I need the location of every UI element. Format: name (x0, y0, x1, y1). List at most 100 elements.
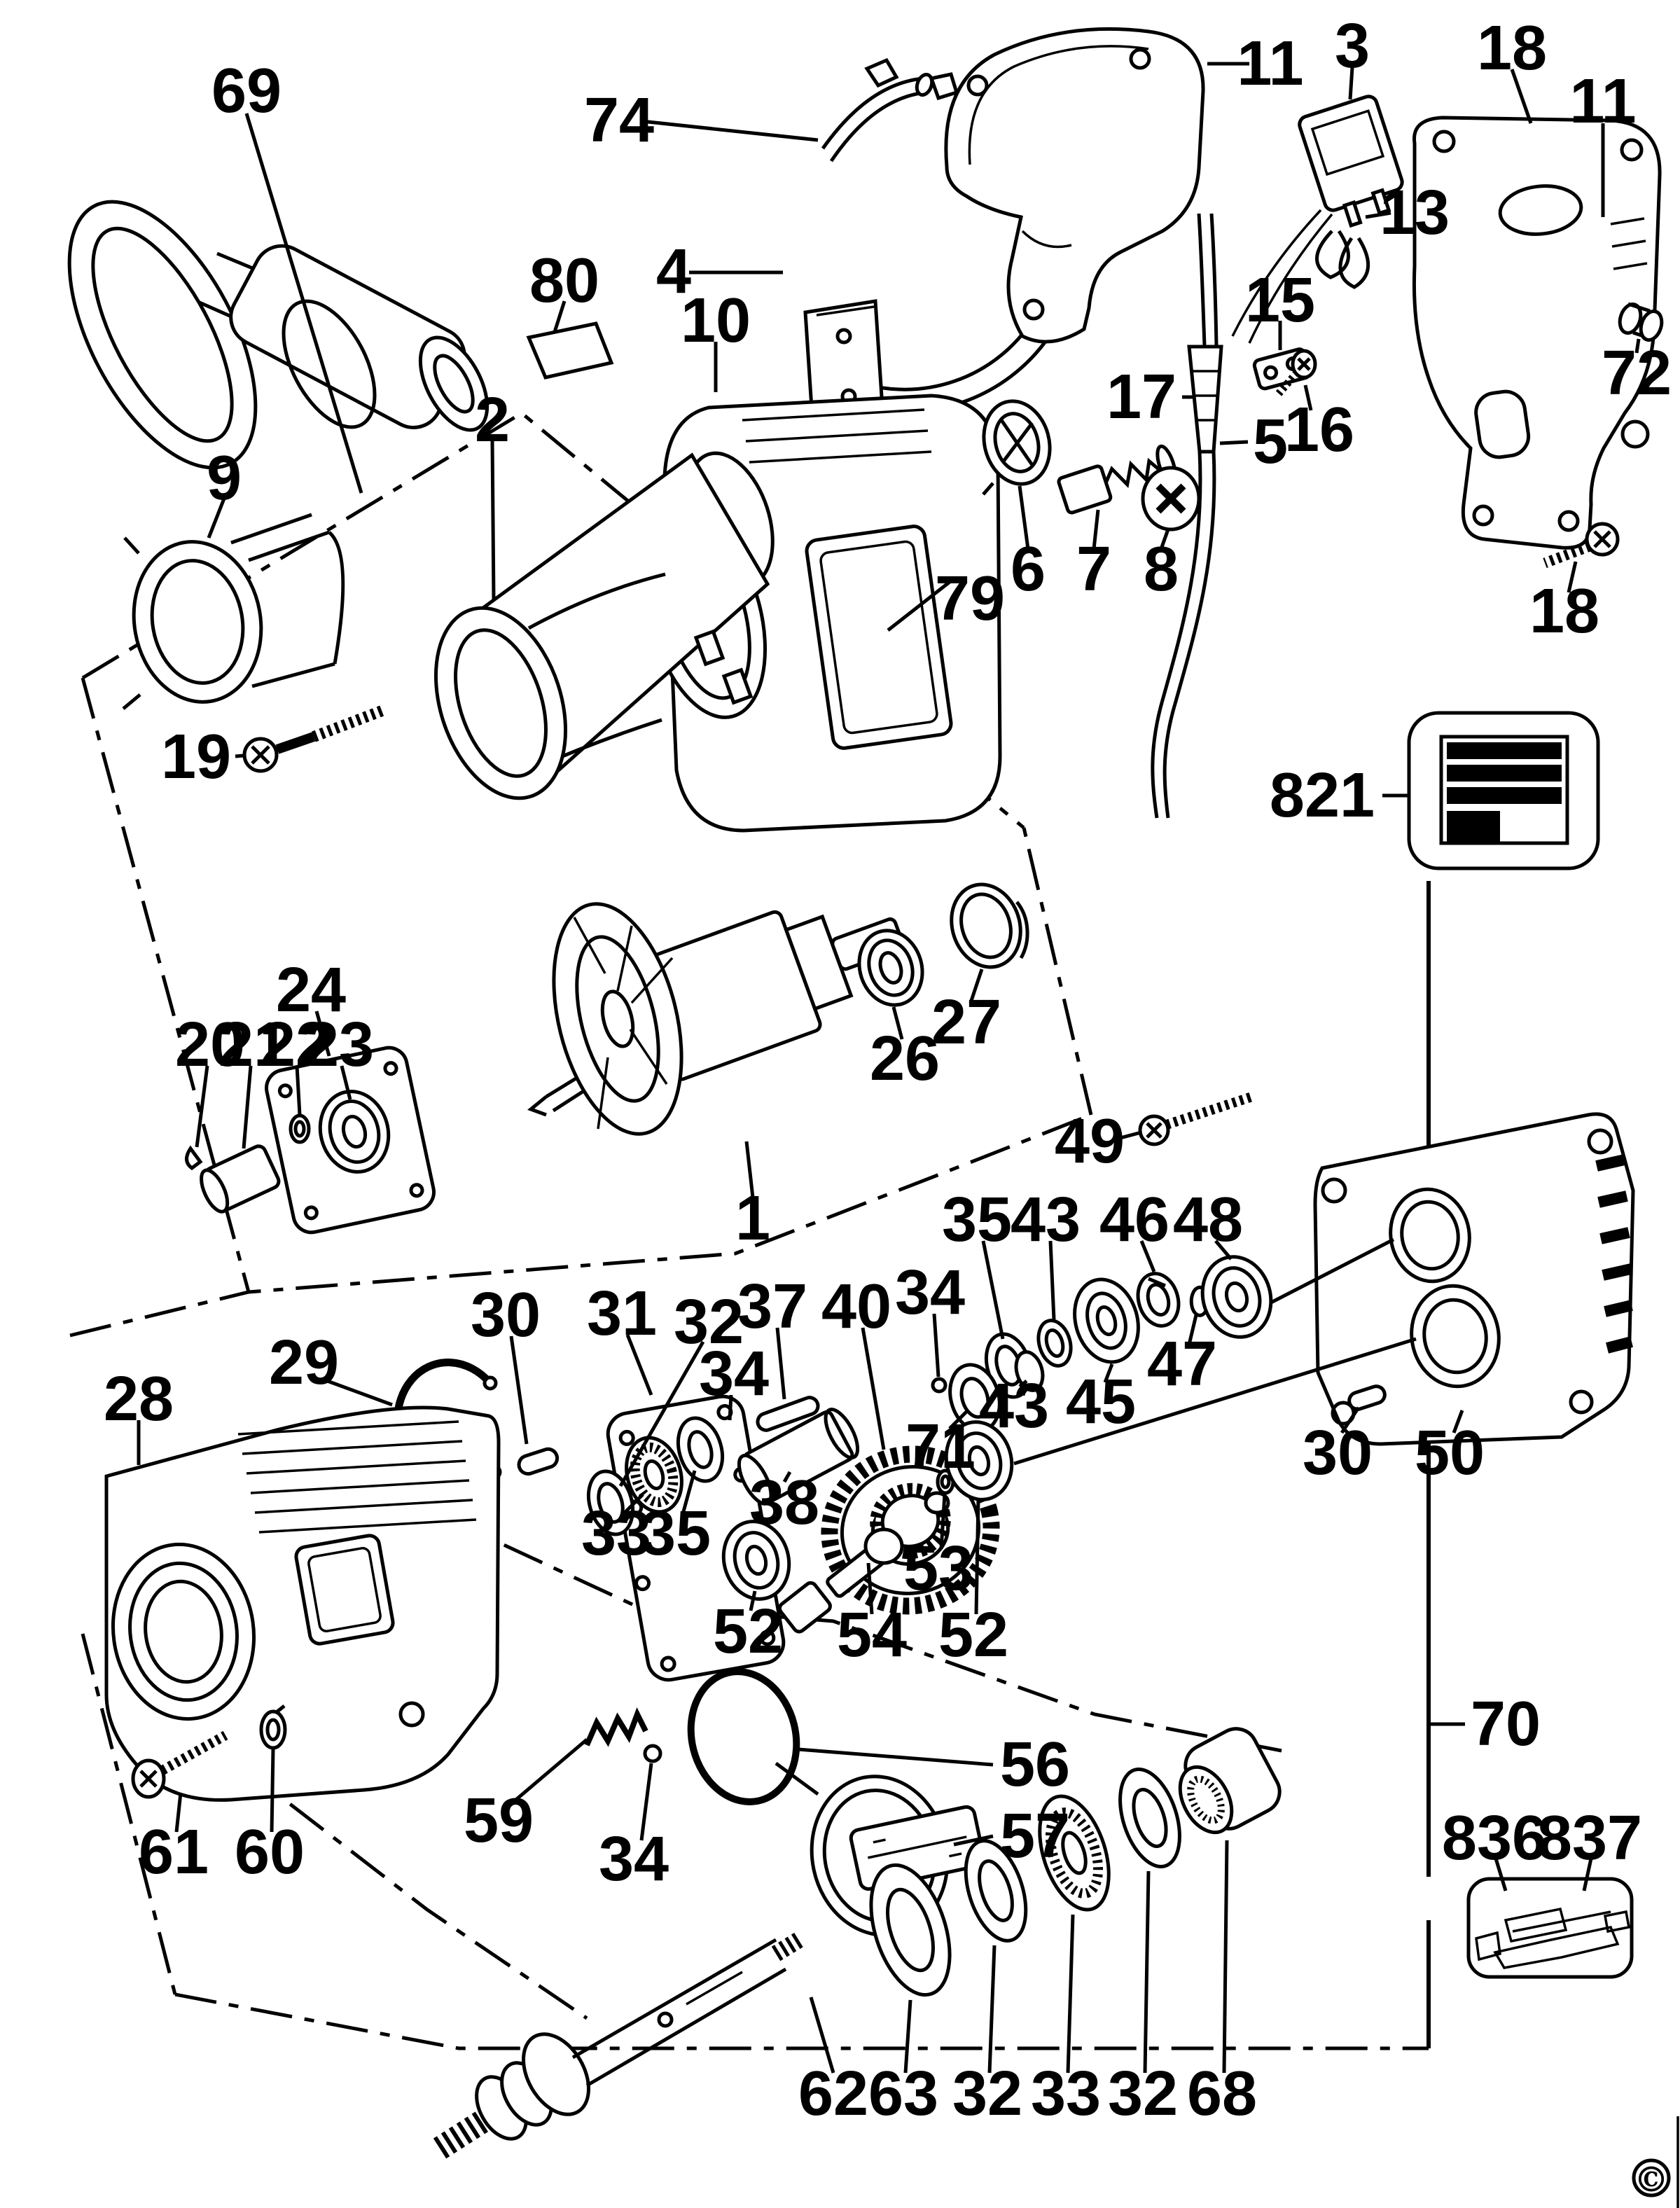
part-label-26: 26 (870, 1024, 940, 1094)
bearing-26 (857, 929, 924, 1007)
part-label-20: 20 (175, 1010, 245, 1080)
part-label-56: 56 (1000, 1730, 1070, 1800)
part-label-53: 53 (903, 1534, 973, 1604)
switch-3 (1298, 95, 1404, 228)
part-label-34: 34 (599, 1824, 669, 1894)
leader-line-38 (782, 1471, 792, 1483)
bearing-23 (318, 1090, 391, 1174)
part-label-79: 79 (935, 564, 1005, 634)
leader-line-21 (242, 1065, 253, 1149)
leader-line-31 (625, 1334, 653, 1396)
leader-line-63 (903, 1999, 912, 2074)
leader-line-57 (953, 1834, 994, 1847)
leader-line-69 (244, 113, 363, 494)
leader-line-46 (1139, 1240, 1156, 1272)
leader-line-43 (1018, 1380, 1028, 1388)
part-label-71: 71 (905, 1412, 976, 1482)
part-label-836: 836 (1442, 1803, 1547, 1873)
leader-line-30 (509, 1335, 529, 1445)
brush-cap-8 (1141, 466, 1201, 532)
leader-line-22 (295, 1065, 302, 1116)
part-label-63: 63 (868, 2059, 938, 2129)
leader-line-27 (969, 968, 984, 1004)
part-label-16: 16 (1284, 395, 1354, 465)
ring-43-upper (1036, 1319, 1073, 1368)
label-sticker-80 (526, 321, 614, 380)
spindle-62 (433, 1931, 806, 2159)
leader-line-45 (1103, 1363, 1114, 1383)
part-label-69: 69 (211, 56, 282, 126)
leader-line-71 (948, 1410, 968, 1430)
leader-line-18 (1510, 69, 1533, 124)
part-label-52: 52 (938, 1600, 1008, 1670)
part-label-32: 32 (952, 2059, 1022, 2129)
side-handle (67, 200, 490, 470)
part-label-35: 35 (942, 1185, 1012, 1255)
leader-line-37 (775, 1327, 786, 1400)
leader-line-24 (314, 1011, 331, 1057)
copyright-symbol: © (1634, 2159, 1669, 2200)
part-label-18: 18 (1477, 13, 1547, 83)
needle-sleeve-68 (1178, 1727, 1282, 1835)
leader-line-34 (932, 1313, 940, 1377)
copyright-mark: © (1632, 2158, 1671, 2200)
oring-22 (289, 1113, 311, 1144)
part-label-28: 28 (104, 1364, 174, 1434)
leader-line-60 (270, 1749, 275, 1833)
gearcase-cover-50 (1013, 1112, 1635, 1466)
part-label-70: 70 (1471, 1689, 1541, 1759)
leader-line-53 (939, 1494, 947, 1550)
part-label-61: 61 (139, 1817, 209, 1887)
bearing-52-left (721, 1520, 791, 1601)
part-label-11: 11 (1237, 29, 1303, 99)
part-label-74: 74 (584, 85, 654, 155)
part-label-52: 52 (713, 1597, 783, 1667)
part-label-45: 45 (1066, 1367, 1136, 1437)
leader-line-49 (1117, 1131, 1139, 1141)
part-label-48: 48 (1173, 1185, 1243, 1255)
leader-line-62 (809, 1997, 835, 2074)
part-label-80: 80 (529, 246, 599, 316)
part-label-32: 32 (1108, 2059, 1178, 2129)
part-label-35: 35 (641, 1499, 711, 1569)
part-label-9: 9 (207, 443, 242, 513)
leader-line-23 (340, 1065, 352, 1100)
part-label-72: 72 (1602, 338, 1672, 408)
part-label-57: 57 (1000, 1801, 1070, 1871)
part-label-821: 821 (1270, 761, 1375, 831)
button-cap-72 (1618, 302, 1664, 342)
part-label-21: 21 (218, 1010, 289, 1080)
washer-63 (869, 1863, 952, 1997)
screw-19 (242, 704, 386, 773)
hose-piece-74 (821, 72, 934, 162)
leader-line-9 (207, 498, 226, 539)
part-label-37: 37 (737, 1272, 807, 1342)
lock-washer-60 (259, 1704, 287, 1750)
part-label-49: 49 (1055, 1106, 1125, 1176)
part-label-30: 30 (1303, 1418, 1373, 1488)
washer-32-c (964, 1839, 1028, 1943)
cup-washer-45 (1073, 1277, 1140, 1364)
clamshell-housing-left-11 (944, 27, 1205, 344)
part-label-47: 47 (1147, 1329, 1217, 1399)
part-label-24: 24 (276, 955, 346, 1025)
leader-line-13 (1365, 211, 1391, 219)
leader-line-80 (553, 300, 567, 333)
leader-line-32 (987, 1945, 997, 2074)
leader-line-6 (1018, 485, 1030, 550)
part-label-15: 15 (1245, 265, 1315, 335)
part-label-59: 59 (464, 1786, 534, 1856)
leader-line-32 (1143, 1870, 1151, 2074)
nut-46 (1136, 1272, 1181, 1328)
part-label-18: 18 (1529, 576, 1599, 646)
leader-line-52 (974, 1498, 980, 1615)
leader-line-18 (1567, 561, 1578, 593)
leader-line-35 (681, 1470, 697, 1515)
part-label-29: 29 (269, 1328, 339, 1398)
part-label-4: 4 (656, 237, 691, 307)
screw-18-bottom (1543, 522, 1620, 569)
cord-protector-17-and-cord-5 (1151, 213, 1223, 819)
part-label-31: 31 (587, 1279, 657, 1349)
